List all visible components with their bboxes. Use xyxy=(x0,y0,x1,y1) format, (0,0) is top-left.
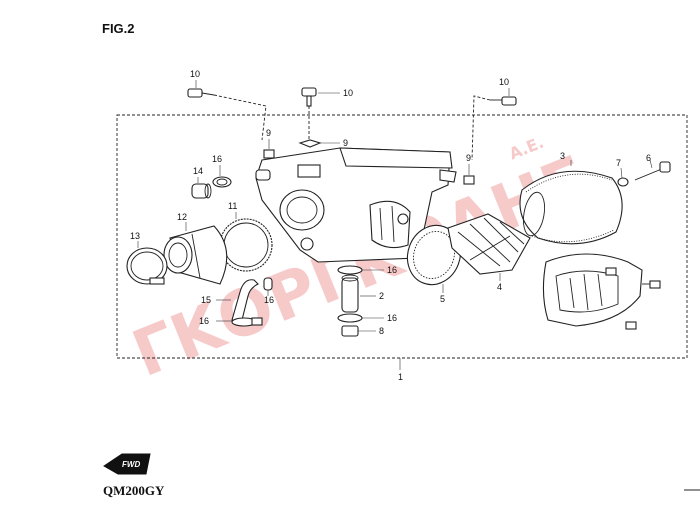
callout-16a: 16 xyxy=(212,154,222,164)
callout-11: 11 xyxy=(228,201,237,211)
callout-4: 4 xyxy=(497,282,502,292)
clamp-16-lower: 16 xyxy=(199,316,263,327)
callout-7: 7 xyxy=(616,158,621,168)
callout-9c: 9 xyxy=(466,153,471,163)
callout-16c: 16 xyxy=(199,316,209,326)
bolt-10-left: 10 xyxy=(187,69,267,141)
nut-9-right: 9 xyxy=(463,153,475,185)
filter-cover xyxy=(542,253,661,330)
nut-9-left: 9 xyxy=(263,128,275,159)
callout-5: 5 xyxy=(440,294,445,304)
callout-3: 3 xyxy=(560,151,565,161)
callout-16b: 16 xyxy=(264,295,274,305)
callout-10b: 10 xyxy=(343,88,353,98)
callout-6: 6 xyxy=(646,153,651,163)
clamp-16-upper: 16 xyxy=(212,154,232,188)
air-filter-3: 3 xyxy=(519,151,623,245)
callout-2: 2 xyxy=(379,291,384,301)
clamp-13: 13 xyxy=(126,231,168,285)
clamp-16-hose: 16 xyxy=(263,277,274,305)
bolt-6: 6 xyxy=(634,153,671,181)
callout-16e: 16 xyxy=(387,313,397,323)
washer-7: 7 xyxy=(616,158,629,187)
callout-14: 14 xyxy=(193,166,203,176)
callout-16d: 16 xyxy=(387,265,397,275)
drain-tube-2: 16 2 16 8 xyxy=(337,265,397,337)
callout-8: 8 xyxy=(379,326,384,336)
filter-cage-4: 4 xyxy=(447,213,531,292)
callout-9b: 9 xyxy=(343,138,348,148)
hose-15: 15 xyxy=(201,279,259,321)
bolt-10-right: 10 xyxy=(471,77,517,161)
figure-title: FIG.2 xyxy=(102,21,135,36)
callout-10a: 10 xyxy=(190,69,200,79)
gasket-11: 11 xyxy=(219,201,273,272)
bolt-10-center: 10 xyxy=(301,87,353,140)
callout-10c: 10 xyxy=(499,77,509,87)
nut-9-center: 9 xyxy=(298,138,348,148)
callout-15: 15 xyxy=(201,295,211,305)
callout-9a: 9 xyxy=(266,128,271,138)
fwd-label: FWD xyxy=(122,460,140,469)
callout-1: 1 xyxy=(398,372,403,382)
callout-12: 12 xyxy=(177,212,187,222)
connector-14: 14 xyxy=(191,166,212,199)
callout-13: 13 xyxy=(130,231,140,241)
model-name: QM200GY xyxy=(103,483,165,498)
assembly-boundary xyxy=(116,114,688,359)
forward-arrow-icon: FWD xyxy=(103,453,151,475)
intake-boot-12: 12 xyxy=(163,212,228,285)
filter-element-5: 5 xyxy=(406,224,462,304)
